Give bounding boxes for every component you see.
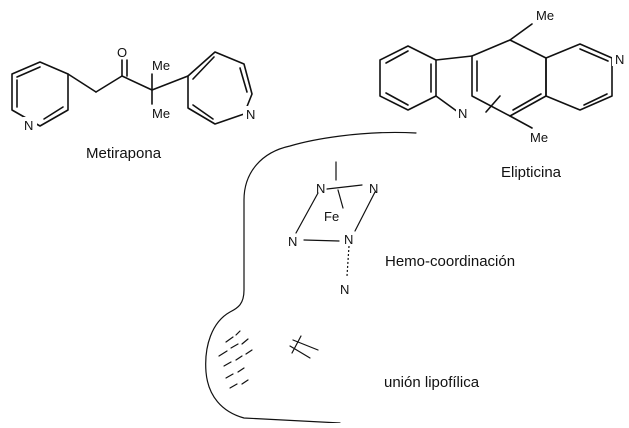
methyl-top: Me (152, 58, 170, 73)
ellipticine-label: Elipticina (501, 164, 562, 181)
axial-ligand-n: N (340, 282, 349, 297)
ellipticine-methyl-top: Me (536, 8, 554, 23)
enzyme-pocket-outline (205, 131, 417, 424)
ellipticine-pyridine-n: N (615, 52, 624, 67)
right-pyridine-ring (187, 51, 253, 125)
heme-coordination-structure (295, 161, 376, 277)
heme-n-bottom-right: N (344, 232, 353, 247)
carbonyl-o: O (117, 45, 127, 60)
lipophilic-interaction-mark (289, 335, 319, 359)
left-pyridine-n: N (24, 118, 33, 133)
heme-coordination-label: Hemo-coordinación (385, 253, 515, 270)
lipophilic-binding-label: unión lipofílica (384, 374, 480, 391)
ellipticine-structure: Me Me (379, 8, 613, 145)
ellipticine-indole-n: N (458, 106, 467, 121)
ellipticine-methyl-bottom: Me (530, 130, 548, 145)
methyl-bottom: Me (152, 106, 170, 121)
metyrapone-structure: N O Me Me N (11, 45, 259, 133)
iron-atom: Fe (324, 209, 339, 224)
heme-n-bottom-left: N (288, 234, 297, 249)
left-pyridine-ring (11, 61, 69, 127)
right-pyridine-n: N (246, 107, 255, 122)
metyrapone-label: Metirapona (86, 145, 162, 162)
heme-n-top-left: N (316, 181, 325, 196)
heme-n-top-right: N (369, 181, 378, 196)
lipophilic-region-hatching (218, 330, 253, 389)
